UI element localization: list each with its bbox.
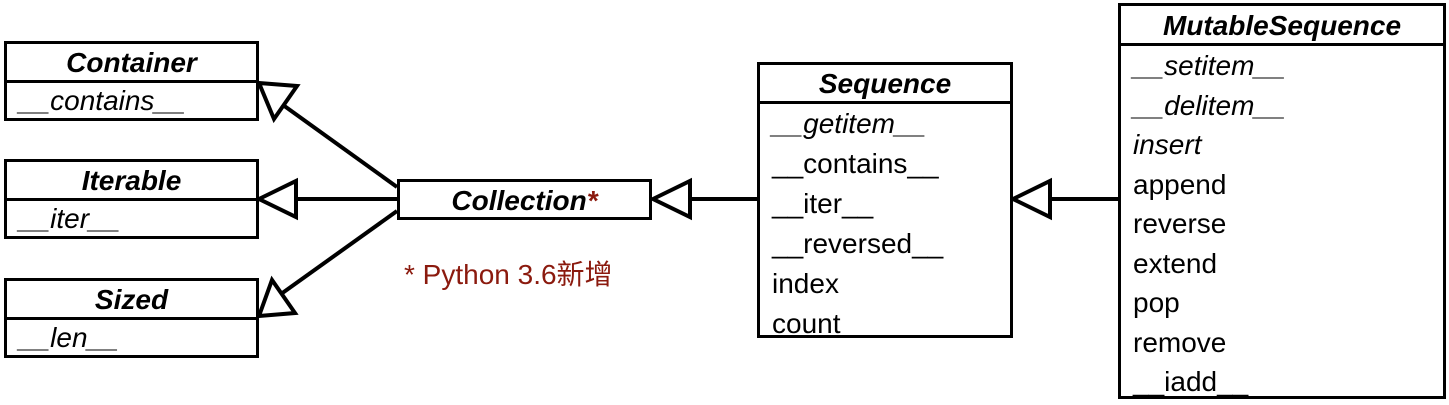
mutablesequence-member: insert: [1133, 129, 1202, 160]
arrowhead-container: [255, 80, 301, 124]
container-class-box: Container __contains__: [4, 41, 259, 121]
iterable-class-box: Iterable __iter__: [4, 159, 259, 239]
sequence-member: __contains__: [772, 148, 939, 179]
mutablesequence-member: extend: [1133, 247, 1218, 279]
mutablesequence-class-title: MutableSequence: [1121, 6, 1443, 46]
sequence-member: __getitem__: [772, 108, 927, 139]
sized-class-box: Sized __len__: [4, 278, 259, 358]
sized-class-title: Sized: [7, 281, 256, 320]
container-member: __contains__: [19, 85, 186, 116]
sequence-member: index: [772, 268, 839, 299]
container-class-title: Container: [7, 44, 256, 83]
arrowhead-sequence: [1008, 177, 1052, 221]
mutablesequence-member: append: [1133, 168, 1227, 200]
collection-class-title: Collection*: [400, 182, 649, 215]
python-version-note: * Python 3.6新增: [404, 259, 613, 290]
mutablesequence-member: remove: [1133, 326, 1227, 358]
mutablesequence-class-box: MutableSequence __setitem__ __delitem__ …: [1118, 3, 1446, 399]
arrowhead-sized: [256, 275, 299, 319]
sized-member: __len__: [19, 322, 119, 353]
collection-class-box: Collection*: [397, 179, 652, 220]
sequence-member: __iter__: [772, 188, 874, 219]
iterable-member: __iter__: [19, 203, 121, 234]
mutablesequence-member: __delitem__: [1133, 89, 1286, 121]
sequence-member: __reversed__: [772, 228, 944, 259]
mutablesequence-member: __setitem__: [1133, 50, 1286, 81]
arrowhead-iterable: [254, 177, 298, 221]
edge-collection-container: [281, 103, 399, 189]
collection-title-text: Collection: [451, 185, 587, 216]
sequence-member: count: [772, 308, 841, 339]
arrowhead-collection: [648, 177, 692, 221]
iterable-class-title: Iterable: [7, 162, 256, 201]
sequence-class-box: Sequence __getitem__ __contains__ __iter…: [757, 62, 1013, 338]
mutablesequence-member: pop: [1133, 287, 1180, 318]
sequence-class-title: Sequence: [760, 65, 1010, 104]
mutablesequence-member: __iadd__: [1133, 366, 1249, 397]
mutablesequence-member: reverse: [1133, 208, 1227, 239]
collection-new-marker: *: [586, 185, 598, 216]
edge-collection-sized: [279, 209, 399, 296]
